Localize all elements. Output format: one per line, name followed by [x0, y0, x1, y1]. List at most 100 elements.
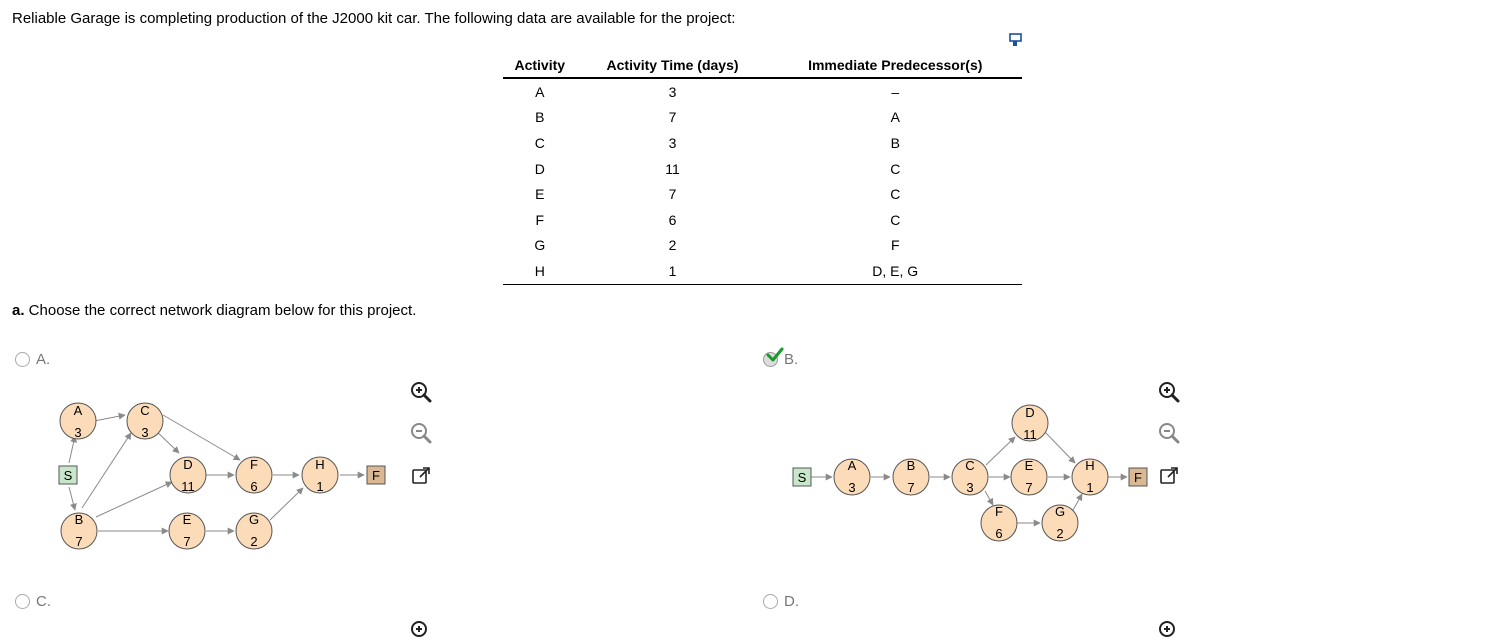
zoom-in-icon[interactable]	[1157, 380, 1181, 404]
zoom-out-icon[interactable]	[409, 421, 433, 445]
cell-time: 3	[668, 83, 677, 100]
zoom-in-icon[interactable]	[1157, 619, 1181, 643]
table-row: A 3 –	[503, 78, 1022, 105]
cell-activity: E	[535, 186, 545, 203]
node-circle	[1010, 458, 1048, 496]
node-e-7: E 7	[1010, 458, 1048, 496]
edge-c-f	[984, 490, 994, 506]
node-finish-a: F	[366, 465, 386, 485]
option-a[interactable]: A.	[15, 351, 50, 368]
copy-icon[interactable]	[1008, 31, 1026, 49]
finish-box	[366, 465, 386, 485]
edge-b-d-a	[95, 481, 173, 518]
popout-icon[interactable]	[1157, 464, 1181, 488]
option-c[interactable]: C.	[15, 593, 51, 610]
question-prefix: a.	[12, 302, 25, 319]
cell-activity: B	[535, 109, 545, 126]
option-d[interactable]: D.	[763, 593, 799, 610]
intro-text: Reliable Garage is completing production…	[12, 10, 736, 27]
node-time: 2	[1056, 526, 1063, 541]
zoom-in-icon[interactable]	[409, 380, 433, 404]
cell-activity: C	[534, 134, 545, 151]
node-time: 3	[74, 425, 81, 440]
header-activity: Activity	[503, 52, 577, 79]
node-time: 1	[316, 479, 323, 494]
option-a-radio[interactable]	[15, 352, 30, 367]
network-diagram-a: S F A 3 C 3 D 11 F 6 H 1 B 7 E 7 G	[58, 402, 386, 550]
node-start-b: S	[792, 467, 812, 487]
node-name: E	[1025, 458, 1034, 473]
node-circle	[126, 402, 164, 440]
option-b[interactable]: B.	[763, 347, 799, 368]
cell-time: 7	[668, 109, 677, 126]
node-name: F	[250, 457, 258, 472]
cell-time: 11	[665, 160, 680, 177]
option-d-label: D.	[784, 593, 799, 610]
question-body: Choose the correct network diagram below…	[24, 302, 417, 319]
node-circle	[235, 512, 273, 550]
node-time: 11	[181, 479, 195, 494]
edge-s-a	[68, 435, 78, 464]
cell-activity: G	[534, 237, 546, 254]
zoom-in-icon[interactable]	[409, 619, 433, 643]
option-d-radio[interactable]	[763, 594, 778, 609]
node-c-3: C 3	[951, 458, 989, 496]
node-name: A	[74, 403, 83, 418]
option-c-radio[interactable]	[15, 594, 30, 609]
start-box	[58, 465, 78, 485]
popout-icon[interactable]	[409, 464, 433, 488]
option-b-radio[interactable]	[763, 347, 784, 367]
edge-b-c-a	[81, 432, 132, 509]
node-b-7: B 7	[60, 512, 98, 550]
node-circle	[59, 402, 97, 440]
cell-predecessors: A	[890, 109, 900, 126]
node-finish-b: F	[1128, 467, 1148, 487]
node-f-6: F 6	[980, 504, 1018, 542]
node-e-7: E 7	[168, 512, 206, 550]
option-b-label: B.	[784, 351, 799, 368]
cell-predecessors: –	[891, 83, 900, 100]
node-name: B	[907, 458, 916, 473]
network-diagram-b: S F A 3 B 7 C 3 D 11 E 7 H 1 F 6 G	[792, 404, 1148, 542]
node-time: 6	[995, 526, 1002, 541]
node-g-2: G 2	[235, 512, 273, 550]
header-activity-time: Activity Time (days)	[576, 52, 769, 79]
node-f-6: F 6	[235, 456, 273, 494]
node-circle	[301, 456, 339, 494]
cell-predecessors: D, E, G	[768, 258, 1022, 285]
start-label: S	[798, 470, 807, 485]
cell-activity: D	[534, 160, 545, 177]
node-time: 7	[1025, 480, 1032, 495]
cell-activity: F	[535, 211, 545, 228]
node-circle	[980, 504, 1018, 542]
cell-predecessors: B	[890, 134, 900, 151]
zoom-out-icon[interactable]	[1157, 421, 1181, 445]
cell-time: 1	[576, 258, 769, 285]
question-text: a. Choose the correct network diagram be…	[12, 302, 416, 319]
node-name: C	[965, 458, 974, 473]
node-c-3: C 3	[126, 402, 164, 440]
node-name: H	[1085, 458, 1094, 473]
node-name: B	[75, 512, 84, 527]
node-circle	[235, 456, 273, 494]
node-d-11: D 11	[169, 456, 207, 494]
node-g-2: G 2	[1041, 504, 1079, 542]
cell-activity: H	[503, 258, 577, 285]
table-row: B 7 A	[503, 105, 1022, 131]
edge-s-b	[68, 486, 77, 511]
cell-time: 2	[668, 237, 677, 254]
cell-activity: A	[535, 83, 545, 100]
cell-predecessors: C	[890, 211, 901, 228]
node-name: E	[183, 512, 192, 527]
node-name: A	[848, 458, 857, 473]
start-box	[792, 467, 812, 487]
node-name: F	[995, 504, 1003, 519]
node-circle	[892, 458, 930, 496]
node-circle	[60, 512, 98, 550]
node-time: 3	[848, 480, 855, 495]
